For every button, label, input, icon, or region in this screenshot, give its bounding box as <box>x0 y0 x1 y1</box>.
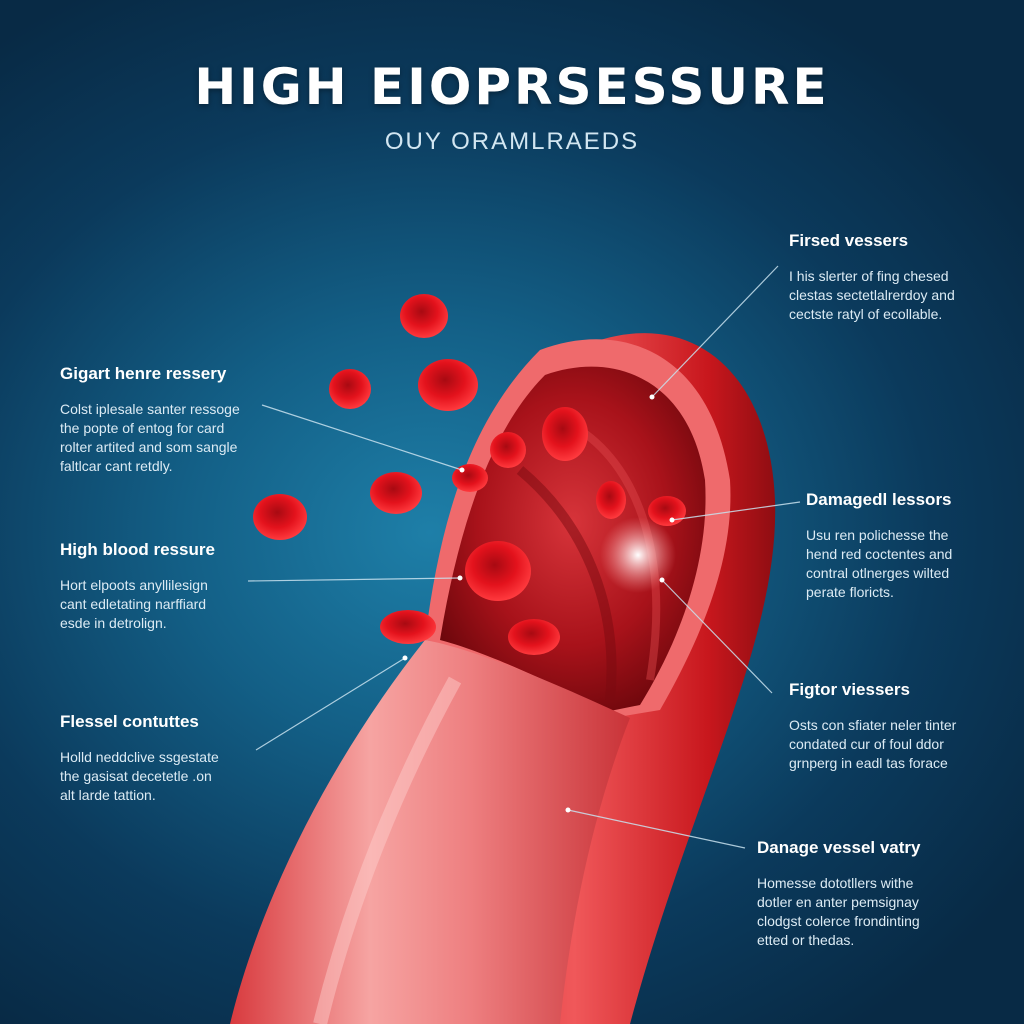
leader-line <box>661 579 773 694</box>
callout-right-4: Danage vessel vatry Homesse dototllers w… <box>757 838 987 950</box>
callout-left-2: High blood ressure Hort elpoots anyllile… <box>60 540 290 633</box>
damage-glow <box>600 517 676 593</box>
leader-dot <box>457 575 463 581</box>
leader-line <box>261 404 463 471</box>
leader-dot <box>669 517 675 523</box>
red-blood-cell <box>380 610 436 644</box>
leader-line <box>567 809 746 849</box>
callout-body: Usu ren polichesse the hend red coctente… <box>806 527 953 600</box>
red-blood-cell <box>542 407 588 461</box>
callout-body: Hort elpoots anyllilesign cant edletatin… <box>60 577 208 631</box>
leader-dot <box>659 577 665 583</box>
callout-heading: Firsed vessers <box>789 231 909 250</box>
callout-heading: Gigart henre ressery <box>60 364 227 383</box>
callout-heading: Flessel contuttes <box>60 712 199 731</box>
red-blood-cell <box>253 494 307 540</box>
leader-line <box>247 577 461 582</box>
leader-line <box>255 657 406 751</box>
callout-heading: High blood ressure <box>60 540 215 559</box>
leader-dot <box>459 467 465 473</box>
vessel-tube-front <box>230 640 630 1024</box>
callout-left-1: Gigart henre ressery Colst iplesale sant… <box>60 364 290 476</box>
page-title: HIGH EIOPRSESSURE <box>194 58 830 116</box>
red-blood-cell <box>418 359 478 411</box>
red-blood-cell <box>400 294 448 338</box>
callout-heading: Damagedl lessors <box>806 490 952 509</box>
callout-right-2: Damagedl lessors Usu ren polichesse the … <box>806 490 1006 602</box>
callout-right-3: Figtor viessers Osts con sfiater neler t… <box>789 680 999 773</box>
leader-dot <box>565 807 571 813</box>
page-subtitle: OUY ORAMLRAEDS <box>384 128 640 155</box>
red-blood-cell <box>490 432 526 468</box>
leader-line <box>651 265 779 398</box>
red-blood-cell <box>370 472 422 514</box>
red-blood-cell <box>596 481 626 519</box>
lumen-fold <box>516 466 617 701</box>
red-blood-cell <box>508 619 560 655</box>
callout-body: Homesse dototllers withe dotler en anter… <box>757 875 920 948</box>
callout-body: Holld neddclive ssgestate the gasisat de… <box>60 749 219 803</box>
leader-line <box>671 501 801 521</box>
callout-right-1: Firsed vessers I his slerter of fing che… <box>789 231 999 324</box>
red-blood-cell <box>329 369 371 409</box>
red-blood-cell <box>465 541 531 601</box>
callout-left-3: Flessel contuttes Holld neddclive ssgest… <box>60 712 290 805</box>
leader-dot <box>402 655 408 661</box>
callout-heading: Figtor viessers <box>789 680 910 699</box>
callout-heading: Danage vessel vatry <box>757 838 921 857</box>
callout-body: Osts con sfiater neler tinter condated c… <box>789 717 957 771</box>
leader-dot <box>649 394 655 400</box>
tube-highlight <box>313 676 462 1024</box>
red-blood-cell <box>648 496 686 526</box>
red-blood-cells <box>253 294 686 655</box>
callout-body: Colst iplesale santer ressoge the popte … <box>60 401 240 474</box>
callout-body: I his slerter of fing chesed clestas sec… <box>789 268 955 322</box>
